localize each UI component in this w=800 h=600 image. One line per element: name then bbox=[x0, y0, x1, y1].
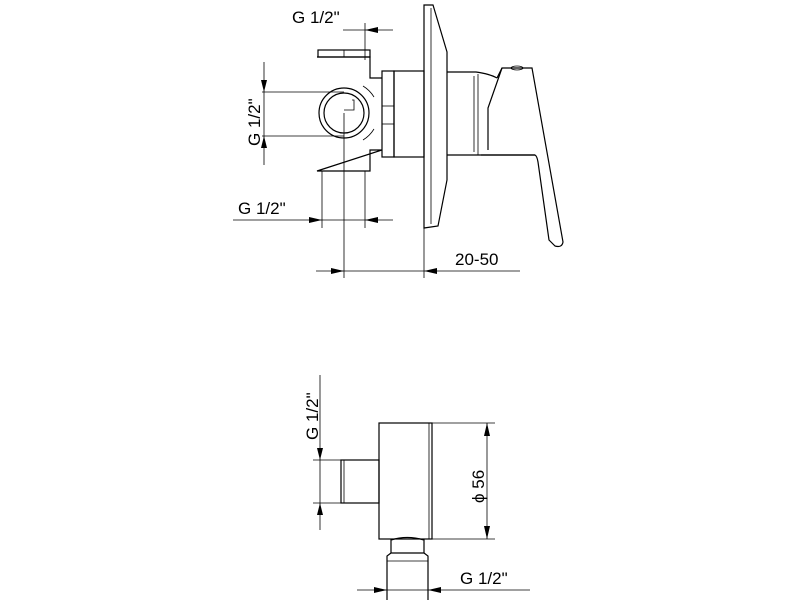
dim-left-label-bottom: G 1/2" bbox=[303, 392, 322, 440]
outlet-thread bbox=[386, 552, 429, 600]
dim-outlet-label: G 1/2" bbox=[460, 569, 508, 588]
valve-body bbox=[316, 56, 383, 172]
dim-bottom-label: G 1/2" bbox=[238, 199, 286, 218]
dim-diameter-label: ϕ 56 bbox=[469, 470, 488, 503]
dim-depth-label: 20-50 bbox=[455, 250, 498, 269]
cartridge-body bbox=[393, 70, 425, 158]
wall-outlet-view: G 1/2" ϕ 56 G 1/2" bbox=[303, 375, 530, 600]
inlet-stub bbox=[340, 459, 380, 504]
mixer-side-view: G 1/2" G 1/2" G 1/2" 20-50 bbox=[233, 4, 564, 278]
lever-slope bbox=[487, 67, 503, 150]
wall-plate bbox=[423, 4, 448, 229]
dim-top-label: G 1/2" bbox=[292, 8, 340, 27]
outlet-nut bbox=[390, 536, 425, 553]
connector bbox=[381, 70, 395, 158]
handle-body bbox=[447, 71, 535, 156]
outlet-body bbox=[378, 422, 433, 540]
lever-handle bbox=[481, 67, 564, 248]
dim-left-label: G 1/2" bbox=[245, 98, 264, 146]
